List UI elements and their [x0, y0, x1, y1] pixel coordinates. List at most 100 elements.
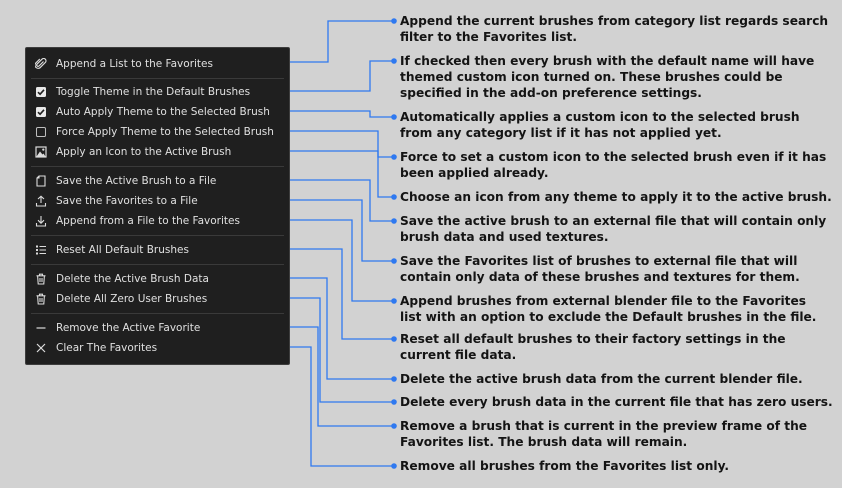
- connector-dot: [391, 194, 397, 200]
- connector-line: [284, 248, 394, 340]
- annotation-remove-active: Remove a brush that is current in the pr…: [400, 418, 836, 450]
- menu-item-append-list[interactable]: Append a List to the Favorites: [26, 54, 289, 74]
- menu-item-label: Delete All Zero User Brushes: [56, 293, 208, 305]
- menu-item-toggle-theme[interactable]: Toggle Theme in the Default Brushes: [26, 82, 289, 102]
- connector-line: [284, 199, 394, 262]
- connector-dot: [391, 154, 397, 160]
- menu-item-remove-active-favorite[interactable]: Remove the Active Favorite: [26, 318, 289, 338]
- annotation-line: Append brushes from external blender fil…: [400, 294, 807, 308]
- connector-line: [284, 60, 394, 92]
- menu-separator: [31, 313, 284, 314]
- connector-line: [284, 277, 394, 380]
- annotation-line: list with an option to exclude the Defau…: [400, 310, 817, 324]
- annotation-line: Delete the active brush data from the cu…: [400, 372, 803, 386]
- file-icon: [35, 175, 47, 187]
- list-reset-icon: [35, 244, 47, 256]
- annotation-line: Remove a brush that is current in the pr…: [400, 419, 808, 433]
- checkbox-checked-icon: [35, 86, 47, 98]
- annotation-force-apply: Force to set a custom icon to the select…: [400, 149, 836, 181]
- annotation-line: Append the current brushes from category…: [400, 14, 829, 28]
- favorites-context-menu: Append a List to the Favorites Toggle Th…: [25, 47, 290, 365]
- connector-line: [284, 346, 394, 467]
- annotation-line: themed custom icon turned on. These brus…: [400, 70, 783, 84]
- connector-line: [284, 20, 394, 63]
- annotation-line: been applied already.: [400, 166, 549, 180]
- annotation-save-active: Save the active brush to an external fil…: [400, 213, 836, 245]
- annotation-line: Reset all default brushes to their facto…: [400, 332, 786, 346]
- connector-dot: [391, 399, 397, 405]
- trash-icon: [35, 273, 47, 285]
- annotation-line: Favorites list. The brush data will rema…: [400, 435, 688, 449]
- annotation-line: Remove all brushes from the Favorites li…: [400, 459, 730, 473]
- menu-item-apply-icon[interactable]: Apply an Icon to the Active Brush: [26, 142, 289, 162]
- menu-item-append-from-file[interactable]: Append from a File to the Favorites: [26, 211, 289, 231]
- connector-dot: [391, 336, 397, 342]
- connector-dot: [391, 218, 397, 224]
- connector-line: [284, 110, 394, 118]
- menu-item-label: Append a List to the Favorites: [56, 58, 213, 70]
- menu-item-label: Reset All Default Brushes: [56, 244, 189, 256]
- import-icon: [35, 215, 47, 227]
- annotation-append-from-file: Append brushes from external blender fil…: [400, 293, 836, 325]
- trash-icon: [35, 293, 47, 305]
- annotation-append-list: Append the current brushes from category…: [400, 13, 836, 45]
- menu-item-auto-apply-theme[interactable]: Auto Apply Theme to the Selected Brush: [26, 102, 289, 122]
- annotation-delete-active: Delete the active brush data from the cu…: [400, 371, 836, 387]
- annotation-line: Automatically applies a custom icon to t…: [400, 110, 800, 124]
- checkbox-empty-icon: [35, 126, 47, 138]
- menu-item-label: Clear The Favorites: [56, 342, 158, 354]
- connector-dot: [391, 298, 397, 304]
- menu-item-force-apply-theme[interactable]: Force Apply Theme to the Selected Brush: [26, 122, 289, 142]
- annotation-apply-icon: Choose an icon from any theme to apply i…: [400, 189, 836, 205]
- menu-item-label: Remove the Active Favorite: [56, 322, 201, 334]
- menu-item-label: Save the Favorites to a File: [56, 195, 198, 207]
- menu-separator: [31, 166, 284, 167]
- connector-line: [284, 130, 394, 158]
- menu-item-label: Apply an Icon to the Active Brush: [56, 146, 232, 158]
- menu-item-label: Force Apply Theme to the Selected Brush: [56, 126, 274, 138]
- checkbox-checked-icon: [35, 106, 47, 118]
- annotation-clear-favorites: Remove all brushes from the Favorites li…: [400, 458, 836, 474]
- menu-separator: [31, 264, 284, 265]
- connector-dot: [391, 463, 397, 469]
- connector-dot: [391, 423, 397, 429]
- image-icon: [35, 146, 47, 158]
- connector-line: [284, 179, 394, 222]
- connector-dot: [391, 58, 397, 64]
- menu-separator: [31, 78, 284, 79]
- annotation-save-favorites: Save the Favorites list of brushes to ex…: [400, 253, 836, 285]
- annotation-reset-defaults: Reset all default brushes to their facto…: [400, 331, 836, 363]
- annotation-line: Save the Favorites list of brushes to ex…: [400, 254, 798, 268]
- menu-item-label: Auto Apply Theme to the Selected Brush: [56, 106, 270, 118]
- menu-item-delete-zero-user[interactable]: Delete All Zero User Brushes: [26, 289, 289, 309]
- menu-item-label: Delete the Active Brush Data: [56, 273, 209, 285]
- menu-item-label: Save the Active Brush to a File: [56, 175, 217, 187]
- minus-icon: [35, 322, 47, 334]
- connector-line: [284, 219, 394, 302]
- menu-item-delete-active-brush[interactable]: Delete the Active Brush Data: [26, 269, 289, 289]
- annotation-line: Choose an icon from any theme to apply i…: [400, 190, 832, 204]
- menu-separator: [31, 235, 284, 236]
- menu-item-save-active-brush[interactable]: Save the Active Brush to a File: [26, 171, 289, 191]
- menu-item-label: Append from a File to the Favorites: [56, 215, 240, 227]
- annotation-line: Save the active brush to an external fil…: [400, 214, 827, 228]
- menu-item-clear-favorites[interactable]: Clear The Favorites: [26, 338, 289, 358]
- menu-item-reset-default-brushes[interactable]: Reset All Default Brushes: [26, 240, 289, 260]
- menu-item-save-favorites[interactable]: Save the Favorites to a File: [26, 191, 289, 211]
- connector-line: [284, 297, 394, 403]
- x-icon: [35, 342, 47, 354]
- menu-item-label: Toggle Theme in the Default Brushes: [56, 86, 251, 98]
- annotation-line: current file data.: [400, 348, 517, 362]
- connector-line: [284, 150, 394, 198]
- annotation-line: If checked then every brush with the def…: [400, 54, 815, 68]
- connector-dot: [391, 18, 397, 24]
- annotation-line: contain only data of these brushes and t…: [400, 270, 800, 284]
- connector-dot: [391, 376, 397, 382]
- annotation-toggle-theme: If checked then every brush with the def…: [400, 53, 836, 101]
- annotation-line: brush data and used textures.: [400, 230, 609, 244]
- annotation-line: Delete every brush data in the current f…: [400, 395, 833, 409]
- paperclip-icon: [35, 58, 47, 70]
- annotation-delete-zero-user: Delete every brush data in the current f…: [400, 394, 836, 410]
- connector-dot: [391, 258, 397, 264]
- connector-dot: [391, 114, 397, 120]
